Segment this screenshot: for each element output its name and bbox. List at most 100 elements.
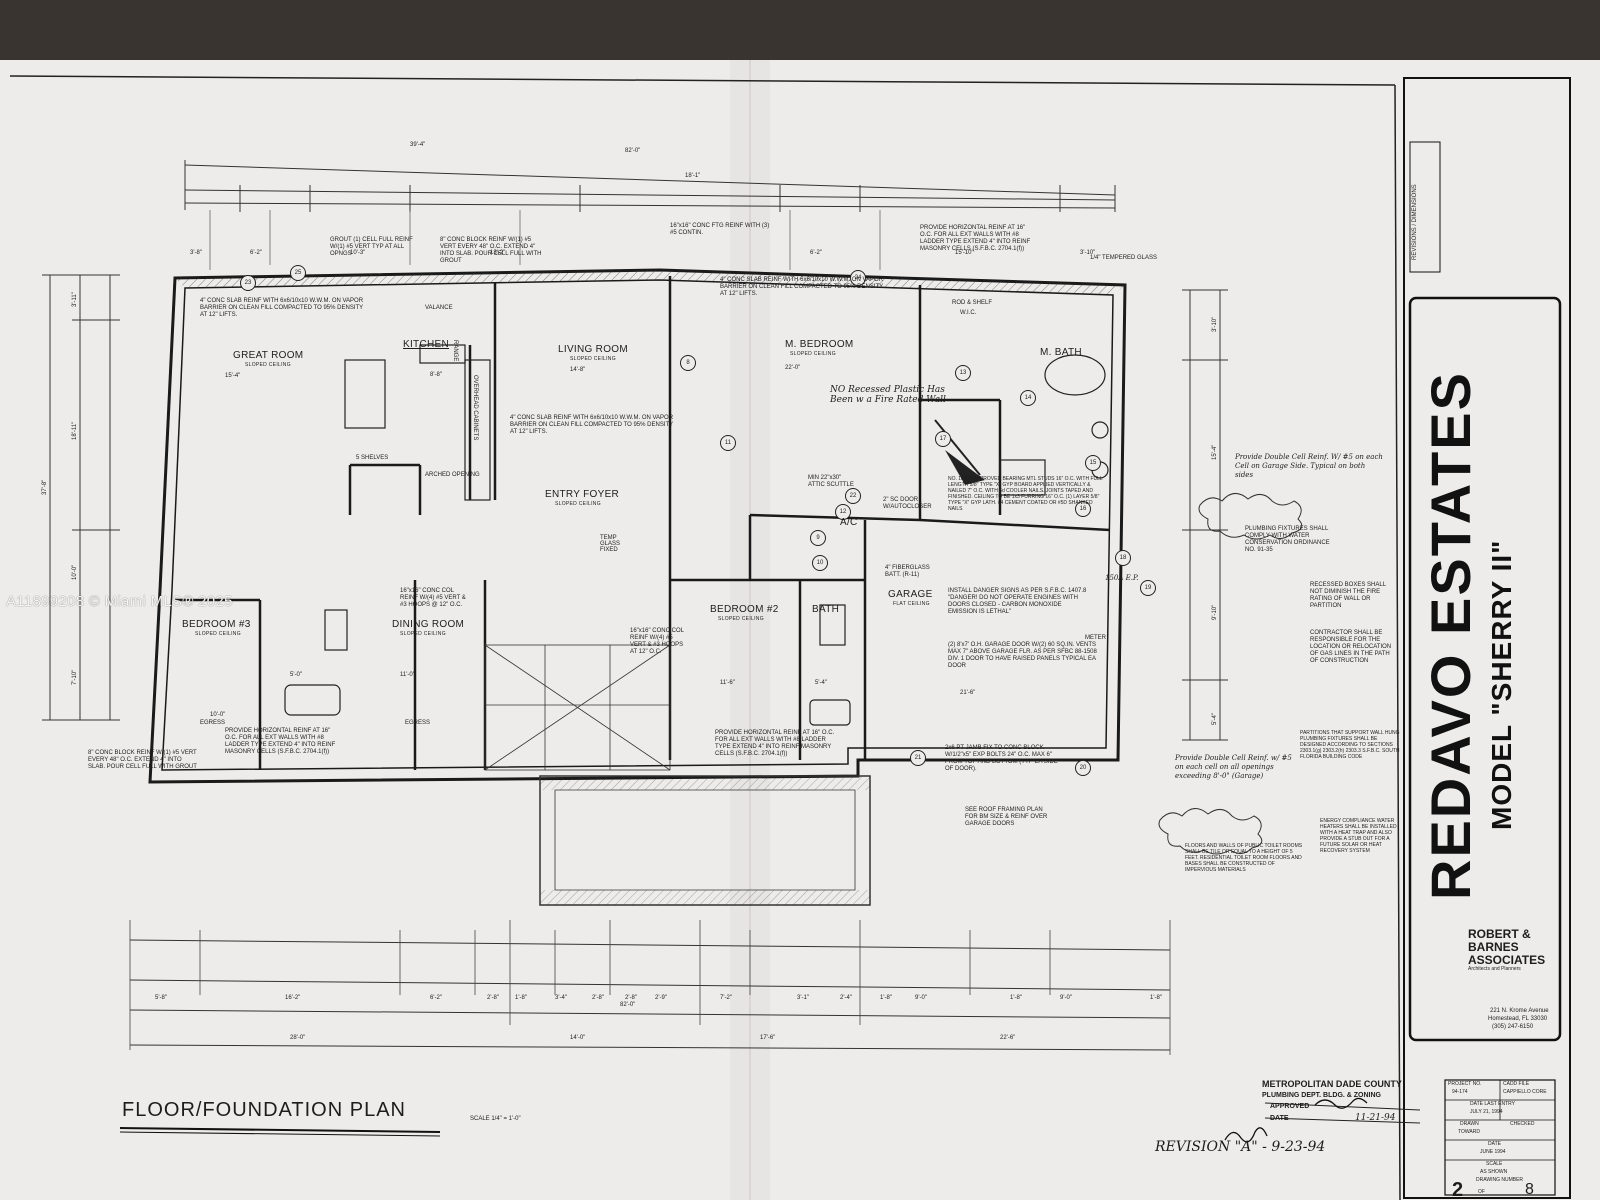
- sheet-scale: SCALE 1/4" = 1'-0": [470, 1116, 521, 1122]
- note-fiberglass-batt: 4" FIBERGLASS BATT. (R-11): [885, 565, 930, 578]
- dim-left-bottom: 7'-10": [72, 669, 78, 685]
- dim-bottom-segment: 3'-4": [555, 995, 567, 1001]
- sheet-total: 8: [1525, 1181, 1534, 1198]
- range-label: RANGE: [452, 340, 458, 362]
- sheet-title: FLOOR/FOUNDATION PLAN: [122, 1099, 406, 1121]
- dim-bed3-width: 10'-0": [210, 712, 226, 718]
- note-horizontal-reinf-top: PROVIDE HORIZONTAL REINF AT 16" O.C. FOR…: [920, 225, 1031, 252]
- valance-label: VALANCE: [425, 305, 453, 311]
- firm-name: ROBERT & BARNES ASSOCIATES: [1468, 927, 1546, 967]
- note-meter: METER: [1085, 635, 1106, 641]
- room-kitchen: KITCHEN: [403, 339, 449, 350]
- model-name: MODEL "SHERRY II": [1486, 539, 1517, 830]
- room-master-bedroom: M. BEDROOM: [785, 339, 854, 350]
- sheet-number: 2: [1452, 1179, 1464, 1200]
- note-slab-1: 4" CONC SLAB REINF WITH 6x6/10x10 W.W.M.…: [200, 298, 364, 318]
- dim-left-top: 3'-11": [72, 292, 78, 307]
- firm-address-1: 221 N. Krome Avenue: [1490, 1008, 1549, 1014]
- dim-top-segment: 6'-2": [250, 250, 262, 256]
- dim-bottom-total: 14'-0": [570, 1035, 586, 1041]
- handwritten-note-double-cell-1: Provide Double Cell Reinf. W/ #5 on each…: [1235, 453, 1383, 479]
- room-master-bath: M. BATH: [1040, 347, 1082, 358]
- note-slab-2: 4" CONC SLAB REINF WITH 6x6/10x10 W.W.M.…: [720, 277, 884, 297]
- approval-date: 11-21-94: [1355, 1113, 1396, 1123]
- callout-marker: 16: [1075, 501, 1091, 517]
- note-conc-block: 8" CONC BLOCK REINF W/(1) #5 VERT EVERY …: [440, 237, 542, 264]
- dim-bottom-segment: 2'-8": [625, 995, 637, 1001]
- note-horizontal-reinf-bottom: PROVIDE HORIZONTAL REINF AT 16" O.C. FOR…: [715, 730, 835, 757]
- dim-bath3-width: 5'-0": [290, 672, 302, 678]
- note-garage-door: (2) 8'x7' O.H. GARAGE DOOR W/(2) 60 SQ.I…: [948, 642, 1097, 669]
- dim-top-segment: 15'-10": [955, 250, 974, 256]
- dim-bottom-total: 22'-6": [1000, 1035, 1016, 1041]
- note-conc-col-1: 16"x16" CONC COL REINF W/(4) #5 VERT & #…: [400, 588, 466, 608]
- dim-top-segment: 3'-8": [190, 250, 202, 256]
- note-tempered-glass: 1/4" TEMPERED GLASS: [1090, 255, 1158, 261]
- callout-marker: 24: [850, 270, 866, 286]
- note-attic-scuttle: MIN 22"x30" ATTIC SCUTTLE: [808, 475, 854, 488]
- callout-marker: 13: [955, 365, 971, 381]
- note-conc-col-2: 16"x16" CONC COL REINF W/(4) #5 VERT & #…: [630, 628, 684, 655]
- dim-top-segment: 6'-2": [810, 250, 822, 256]
- handwritten-note-plastic: NO Recessed Plastic Has Been w a Fire Ra…: [830, 385, 946, 405]
- room-bedroom-3: BEDROOM #3: [182, 619, 251, 630]
- dim-bottom-segment: 5'-8": [155, 995, 167, 1001]
- dim-bottom-total: 28'-0": [290, 1035, 306, 1041]
- dim-bottom-segment: 1'-8": [1010, 995, 1022, 1001]
- note-conc-block-left: 8" CONC BLOCK REINF W/(1) #5 VERT EVERY …: [88, 750, 197, 770]
- checked-label: CHECKED: [1510, 1121, 1535, 1127]
- room-entry-foyer: ENTRY FOYER: [545, 489, 620, 500]
- dim-top-segment: 10'-3": [350, 250, 366, 256]
- dim-right-bottom: 5'-4": [1212, 713, 1218, 725]
- callout-marker: 25: [290, 265, 306, 281]
- note-slab-3: 4" CONC SLAB REINF WITH 6x6/10x10 W.W.M.…: [510, 415, 674, 435]
- callout-marker: 14: [1020, 390, 1036, 406]
- callout-marker: 20: [1075, 760, 1091, 776]
- sheet-of: OF: [1478, 1189, 1485, 1195]
- firm-logo: ROBERT & BARNES ASSOCIATES Architects an…: [1468, 928, 1558, 972]
- scale-value: AS SHOWN: [1480, 1169, 1508, 1175]
- room-living-room-sub: SLOPED CEILING: [570, 356, 616, 362]
- dim-bed2-width: 11'-6": [720, 680, 735, 686]
- room-dining-room-sub: SLOPED CEILING: [400, 631, 446, 637]
- room-master-bedroom-sub: SLOPED CEILING: [790, 351, 836, 357]
- project-name: REDAVO ESTATES: [1419, 371, 1482, 900]
- date-last-entry-label: DATE LAST ENTRY: [1470, 1101, 1516, 1107]
- note-metal-studs: NO. 18 GA APPROVED BEARING MTL STUDS 16"…: [948, 476, 1103, 512]
- callout-marker: 12: [835, 504, 851, 520]
- dim-left-low: 10'-0": [72, 564, 78, 580]
- dim-kitchen-width: 8'-8": [430, 372, 442, 378]
- dim-top-segment: 3'-10": [1080, 250, 1096, 256]
- callout-marker: 23: [240, 275, 256, 291]
- callout-marker: 11: [720, 435, 736, 451]
- room-bedroom-3-sub: SLOPED CEILING: [195, 631, 241, 637]
- dim-bottom-segment: 1'-8": [515, 995, 527, 1001]
- room-bedroom-2: BEDROOM #2: [710, 604, 779, 615]
- dim-bath-width: 5'-4": [815, 680, 827, 686]
- temp-glass-label: TEMP GLASS FIXED: [600, 535, 621, 553]
- note-toilet-floors: FLOORS AND WALLS OF PUBLIC TOILET ROOMS …: [1185, 843, 1303, 873]
- date-value: JUNE 1994: [1480, 1149, 1506, 1155]
- room-great-room-sub: SLOPED CEILING: [245, 362, 291, 368]
- callout-marker: 17: [935, 431, 951, 447]
- egress-label-1: EGRESS: [200, 720, 226, 726]
- room-great-room: GREAT ROOM: [233, 350, 304, 361]
- dim-bottom-segment: 2'-8": [487, 995, 499, 1001]
- dim-top-left-half: 39'-4": [410, 142, 426, 148]
- overhead-cabinets-label: OVERHEAD CABINETS: [472, 375, 478, 441]
- callout-marker: 18: [1115, 550, 1131, 566]
- dim-top-overall: 82'-0": [625, 148, 641, 154]
- room-wic: W.I.C.: [960, 310, 977, 316]
- revision-note: REVISION "A" - 9-23-94: [1155, 1139, 1326, 1155]
- dim-master-bed-width: 22'-0": [785, 365, 801, 371]
- note-sc-door: 2" SC DOOR W/AUTOCLOSER: [883, 497, 932, 510]
- room-entry-foyer-sub: SLOPED CEILING: [555, 501, 601, 507]
- note-conc-ftg: 16"x16" CONC FTG REINF WITH (3) #5 CONTI…: [670, 223, 770, 236]
- cadd-file-label: CADD FILE: [1503, 1081, 1530, 1087]
- approval-date-label: DATE: [1270, 1115, 1289, 1122]
- rod-shelf-wic: ROD & SHELF: [952, 300, 993, 306]
- dim-right-low: 9'-10": [1212, 604, 1218, 620]
- drawn-label: DRAWN: [1460, 1121, 1479, 1127]
- callout-marker: 22: [845, 488, 861, 504]
- dim-bottom-segment: 16'-2": [285, 995, 301, 1001]
